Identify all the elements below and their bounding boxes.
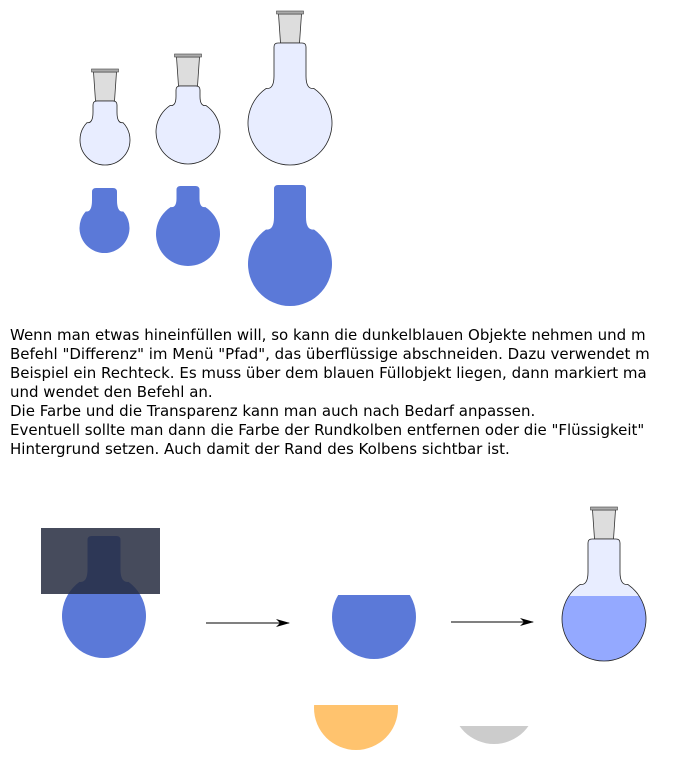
text-line: Hintergrund setzen. Auch damit der Rand … — [10, 440, 510, 458]
round-bottom-flask — [155, 85, 221, 165]
ground-joint — [278, 13, 302, 44]
mask-rectangle — [41, 528, 160, 594]
text-line: Wenn man etwas hineinfüllen will, so kan… — [10, 326, 646, 344]
cut-fill-shape — [332, 595, 416, 659]
ground-joint — [592, 509, 616, 540]
blue-fill-shape-large — [248, 185, 333, 306]
gray-liquid-shape — [459, 726, 529, 744]
joint-rim — [276, 10, 304, 15]
text-line: Eventuell sollte man dann die Farbe der … — [10, 421, 645, 439]
ground-joint — [93, 71, 117, 102]
joint-rim — [174, 53, 202, 58]
round-bottom-flask — [247, 42, 333, 166]
joint-rim — [91, 68, 119, 73]
blue-fill-shape-small — [79, 188, 130, 253]
ground-joint — [176, 56, 200, 87]
blue-fill-shape-medium — [155, 186, 220, 266]
orange-liquid-shape — [314, 705, 398, 750]
round-bottom-flask — [79, 100, 131, 166]
joint-rim — [590, 506, 618, 511]
flask-outline — [561, 538, 647, 662]
text-line: und wendet den Befehl an. — [10, 383, 213, 401]
text-line: Befehl "Differenz" im Menü "Pfad", das ü… — [10, 345, 650, 363]
text-line: Die Farbe und die Transparenz kann man a… — [10, 402, 536, 420]
liquid-fill — [562, 596, 646, 661]
text-line: Beispiel ein Rechteck. Es muss über dem … — [10, 364, 647, 382]
instruction-text: Wenn man etwas hineinfüllen will, so kan… — [10, 326, 676, 459]
blue-fill-shape — [61, 536, 147, 658]
